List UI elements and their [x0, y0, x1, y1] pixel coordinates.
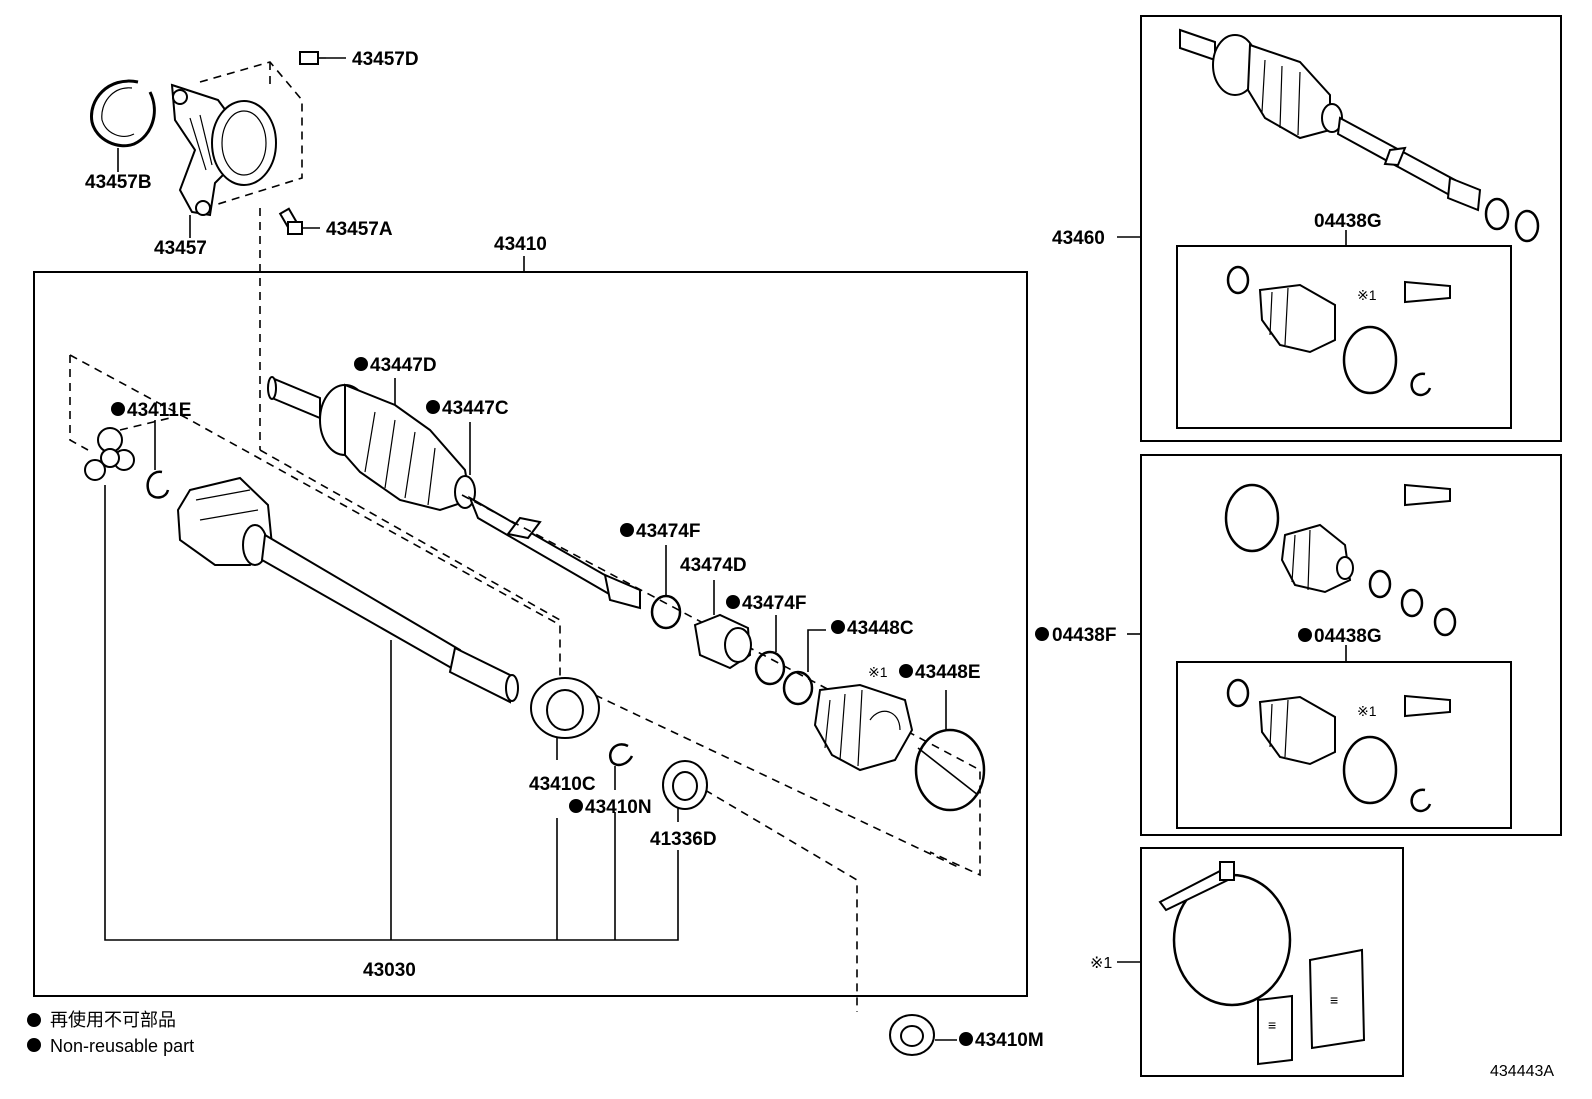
label-41336d: 41336D [650, 829, 717, 850]
label-ref-1: ※1 [1090, 955, 1112, 972]
label-43474f-b: 43474F [742, 593, 806, 614]
label-43474d: 43474D [680, 555, 747, 576]
inner-boot [813, 683, 914, 772]
legend-japanese: 再使用不可部品 [50, 1010, 176, 1030]
boot-clamp-43448e [914, 728, 986, 812]
tripod-43474d [693, 613, 752, 670]
label-04438f: 04438F [1052, 625, 1116, 646]
snap-ring-43457b [90, 79, 156, 148]
box-04438f [1140, 454, 1562, 836]
label-43448c: 43448C [847, 618, 914, 639]
label-43410c: 43410C [529, 774, 596, 795]
label-43457d: 43457D [352, 49, 419, 70]
ref-mark-top: ※1 [1357, 287, 1377, 303]
drive-shaft-assembly-43460 [1179, 28, 1482, 212]
boot-kit-04438g-top [1226, 265, 1451, 397]
ref-mark-mid: ※1 [1357, 703, 1377, 719]
box-43460 [1140, 15, 1562, 442]
label-43030: 43030 [363, 960, 416, 981]
inner-joint-shaft-43030 [176, 476, 519, 704]
label-04438g-mid: 04438G [1314, 626, 1382, 647]
label-43448e: 43448E [915, 662, 981, 683]
clamp-sheet-mark-b: ≡ [1330, 992, 1338, 1008]
label-43457b: 43457B [85, 172, 152, 193]
label-43457a: 43457A [326, 219, 393, 240]
label-43474f-a: 43474F [636, 521, 700, 542]
bearing-43410c [530, 677, 600, 739]
oil-seal-41336d [662, 760, 708, 810]
label-43447d: 43447D [370, 355, 437, 376]
label-43457: 43457 [154, 238, 207, 259]
label-43410n: 43410N [585, 797, 652, 818]
seal-43410m [889, 1014, 935, 1056]
ref-mark-43448e: ※1 [868, 664, 888, 680]
boot-kit-04438g-mid [1226, 678, 1451, 813]
assembly-box-43410 [33, 271, 1028, 997]
clamp-kit: ≡ ≡ [1158, 861, 1366, 1066]
boot-kit-04438f [1224, 483, 1457, 637]
label-43411e: 43411E [127, 400, 191, 421]
box-04438g-top [1176, 245, 1512, 429]
figure-id: 434443A [1490, 1063, 1554, 1080]
legend: 再使用不可部品 Non-reusable part [27, 1010, 194, 1056]
label-43410m: 43410M [975, 1030, 1044, 1051]
label-04438g-top: 04438G [1314, 211, 1382, 232]
bearing-bracket-43457 [170, 83, 277, 217]
label-43460: 43460 [1052, 228, 1105, 249]
bolt-43457a [278, 207, 303, 235]
clamp-sheet-mark-a: ≡ [1268, 1017, 1276, 1033]
outer-cv-joint-shaft [267, 376, 641, 610]
label-43447c: 43447C [442, 398, 509, 419]
legend-english: Non-reusable part [50, 1036, 194, 1056]
tripod-joint [84, 427, 135, 481]
label-43410: 43410 [494, 234, 547, 255]
box-04438g-mid [1176, 661, 1512, 829]
bolt-43457d [299, 51, 326, 65]
